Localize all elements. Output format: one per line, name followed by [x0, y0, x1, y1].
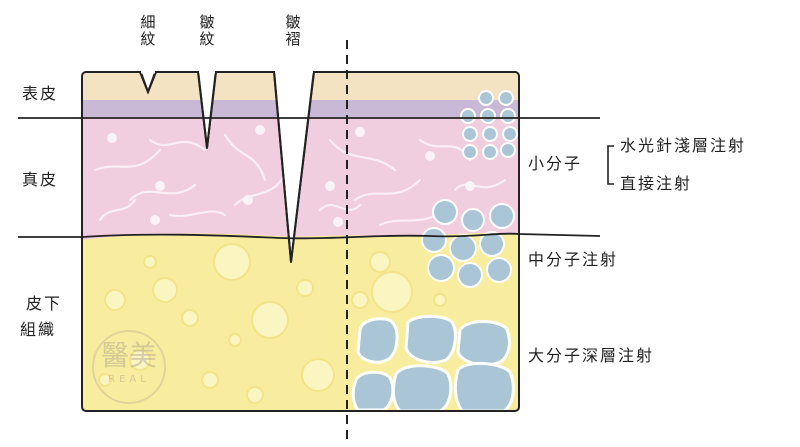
medium-filler-particle: [449, 234, 477, 262]
small-molecule-fillers: [460, 90, 518, 160]
medium-filler-particle: [421, 227, 447, 253]
subcutaneous-label-line2: 組織: [20, 320, 57, 339]
large-filler-particle: [453, 362, 515, 411]
watermark-logo: 醫美 REAL: [92, 330, 166, 404]
small-filler-particle: [462, 126, 478, 142]
small-filler-particle: [460, 108, 476, 124]
fat-blob: [369, 251, 391, 273]
fat-blob: [213, 243, 251, 281]
fat-blob: [228, 333, 242, 347]
fat-blob: [251, 301, 289, 339]
large-filler-particle: [456, 320, 511, 367]
collagen-fibers: [93, 133, 507, 227]
medium-filler-particle: [461, 208, 485, 232]
small-filler-particle: [502, 126, 518, 142]
small-filler-particle: [478, 90, 494, 106]
medium-molecule-label: 中分子注射: [528, 250, 619, 269]
large-filler-particle: [351, 370, 395, 411]
dermis-boundary-line: [18, 232, 601, 240]
large-molecule-label: 大分子深層注射: [528, 346, 655, 365]
fat-blob: [371, 271, 413, 313]
dermis-dots: [107, 125, 475, 227]
epidermis-label: 表皮: [22, 84, 59, 103]
wrinkle-label: 皺 紋: [196, 13, 218, 49]
medium-filler-particle: [486, 257, 512, 283]
injection-bracket: [607, 145, 614, 185]
fat-blob: [246, 386, 264, 404]
fat-blob: [104, 289, 126, 311]
small-filler-particle: [480, 108, 496, 124]
medium-filler-particle: [457, 262, 483, 288]
large-molecule-fillers: [351, 314, 515, 411]
fat-blob: [301, 358, 335, 392]
wrinkle-char-1: 皺: [199, 13, 215, 31]
watermark-glyph: 醫美: [100, 339, 157, 372]
medium-filler-particle: [427, 254, 455, 282]
fold-char-2: 褶: [285, 30, 301, 49]
medium-molecule-fillers: [421, 199, 515, 288]
small-filler-particle: [500, 108, 516, 124]
fat-blob: [433, 293, 447, 307]
subcutaneous-label-line1: 皮下: [26, 294, 63, 313]
fat-blob: [201, 371, 219, 389]
small-filler-particle: [500, 142, 516, 158]
small-filler-particle: [482, 126, 498, 142]
fold-label: 皺 褶: [282, 13, 304, 49]
medium-filler-particle: [432, 199, 458, 225]
fat-blob: [296, 279, 314, 297]
large-filler-particle: [356, 317, 399, 364]
direct-injection-label: 直接注射: [620, 174, 693, 193]
fat-blob: [351, 291, 369, 309]
hydro-shallow-injection-label: 水光針淺層注射: [620, 136, 747, 155]
small-molecule-label: 小分子: [528, 154, 583, 173]
fold-char-1: 皺: [285, 13, 301, 31]
large-filler-particle: [404, 314, 457, 364]
fine-wrinkle-char-1: 細: [140, 13, 156, 31]
medium-filler-particle: [489, 203, 515, 229]
fat-blob: [181, 309, 199, 327]
watermark-text: REAL: [108, 374, 150, 385]
fine-wrinkle-char-2: 紋: [140, 30, 156, 49]
small-filler-particle: [498, 90, 514, 106]
large-filler-particle: [391, 364, 453, 411]
fine-wrinkle-label: 細 紋: [137, 13, 159, 49]
fat-blob: [143, 255, 157, 269]
fat-blobs: [98, 243, 447, 404]
wrinkle-char-2: 紋: [199, 30, 215, 49]
dermis-label: 真皮: [22, 170, 59, 189]
small-filler-particle: [462, 144, 478, 160]
small-filler-particle: [482, 144, 498, 160]
medium-filler-particle: [479, 231, 505, 257]
fat-blob: [152, 277, 178, 303]
